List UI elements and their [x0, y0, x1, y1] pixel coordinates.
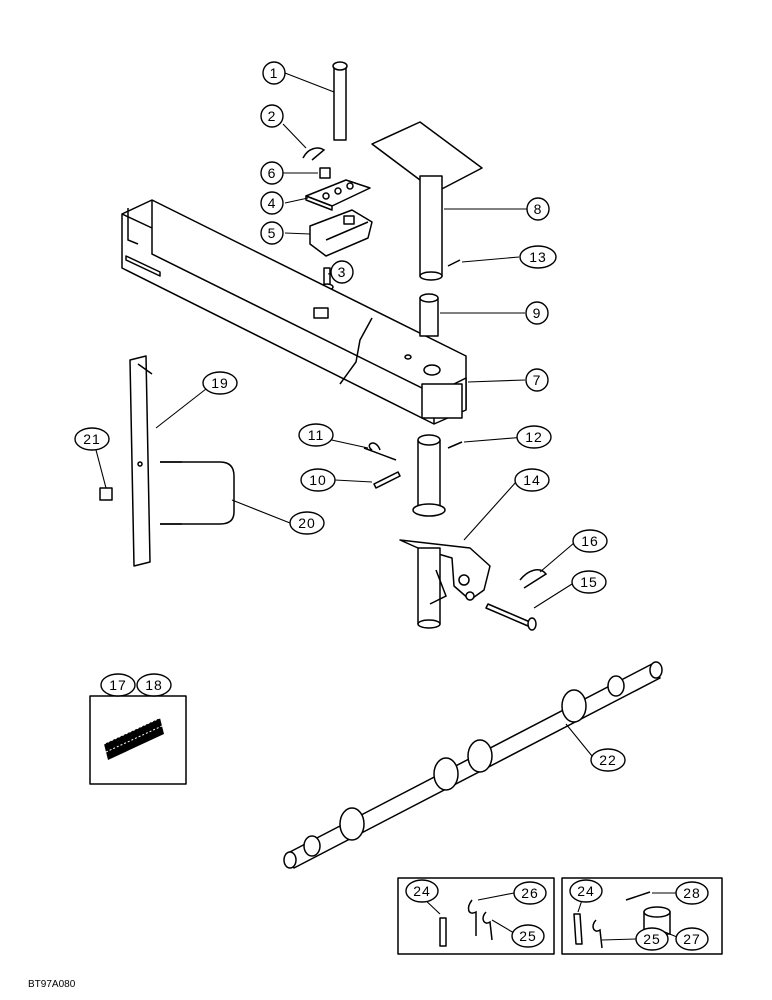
callout-17: 17 — [100, 673, 136, 697]
callout-24-right: 24 — [569, 879, 603, 903]
svg-text:7: 7 — [533, 372, 542, 388]
svg-text:5: 5 — [268, 225, 277, 241]
callout-7: 7 — [525, 368, 549, 392]
callout-3: 3 — [330, 260, 354, 284]
part-pin — [332, 61, 348, 141]
svg-text:20: 20 — [298, 515, 316, 531]
callout-14: 14 — [514, 468, 550, 492]
part-clip — [302, 147, 326, 161]
part-pin-15 — [485, 603, 537, 631]
callout-13: 13 — [519, 245, 557, 269]
svg-text:8: 8 — [534, 201, 543, 217]
callout-4: 4 — [260, 191, 284, 215]
part-swivel-spindle — [399, 434, 491, 629]
callout-18: 18 — [136, 673, 172, 697]
part-nut-small — [319, 167, 331, 179]
svg-text:17: 17 — [109, 677, 127, 693]
svg-text:22: 22 — [599, 752, 617, 768]
svg-text:6: 6 — [268, 165, 277, 181]
part-strap — [129, 355, 153, 567]
part-post-with-plate — [371, 121, 483, 281]
svg-text:19: 19 — [211, 375, 229, 391]
part-bushing — [419, 293, 439, 337]
callout-27: 27 — [675, 927, 709, 951]
callout-5: 5 — [260, 221, 284, 245]
svg-text:3: 3 — [338, 264, 347, 280]
part-bracket — [309, 209, 373, 257]
svg-text:10: 10 — [309, 472, 327, 488]
part-nut — [99, 487, 113, 501]
svg-text:14: 14 — [523, 472, 541, 488]
svg-text:2: 2 — [268, 108, 277, 124]
part-plate — [305, 179, 371, 211]
part-clip-16 — [519, 569, 548, 589]
part-main-tube — [121, 199, 467, 425]
callout-20: 20 — [289, 511, 325, 535]
svg-text:28: 28 — [683, 885, 701, 901]
svg-text:15: 15 — [580, 574, 598, 590]
callout-2: 2 — [260, 104, 284, 128]
svg-text:18: 18 — [145, 677, 163, 693]
callout-6: 6 — [260, 161, 284, 185]
callout-28: 28 — [675, 881, 709, 905]
part-u-bolt — [160, 461, 235, 525]
callout-10: 10 — [300, 468, 336, 492]
part-clip-pin — [363, 442, 397, 461]
part-pin-10 — [373, 471, 401, 489]
svg-text:12: 12 — [525, 429, 543, 445]
svg-text:24: 24 — [413, 883, 431, 899]
svg-text:11: 11 — [308, 427, 325, 443]
part-decal — [89, 695, 187, 785]
callout-16: 16 — [572, 529, 608, 553]
svg-text:9: 9 — [533, 305, 542, 321]
callout-22: 22 — [590, 748, 626, 772]
svg-text:13: 13 — [529, 249, 547, 265]
callout-21: 21 — [74, 427, 110, 451]
callout-11: 11 — [298, 423, 334, 447]
svg-text:4: 4 — [268, 195, 277, 211]
svg-text:26: 26 — [521, 885, 539, 901]
part-roll-pin-12 — [447, 441, 463, 449]
svg-text:24: 24 — [577, 883, 595, 899]
callout-9: 9 — [525, 301, 549, 325]
svg-text:25: 25 — [519, 928, 537, 944]
callout-8: 8 — [526, 197, 550, 221]
drawing-code: BT97A080 — [28, 979, 76, 990]
callout-26: 26 — [513, 881, 547, 905]
callout-1: 1 — [262, 61, 286, 85]
callout-24-left: 24 — [405, 879, 439, 903]
svg-text:1: 1 — [270, 65, 279, 81]
callout-15: 15 — [571, 570, 607, 594]
svg-text:25: 25 — [643, 931, 661, 947]
part-axle — [283, 661, 663, 869]
callout-25-right: 25 — [635, 927, 669, 951]
svg-text:16: 16 — [581, 533, 599, 549]
part-roll-pin-13 — [447, 259, 461, 267]
callout-25-left: 25 — [511, 924, 545, 948]
svg-text:21: 21 — [83, 431, 101, 447]
svg-text:27: 27 — [683, 931, 701, 947]
callout-12: 12 — [516, 425, 552, 449]
callout-19: 19 — [202, 371, 238, 395]
